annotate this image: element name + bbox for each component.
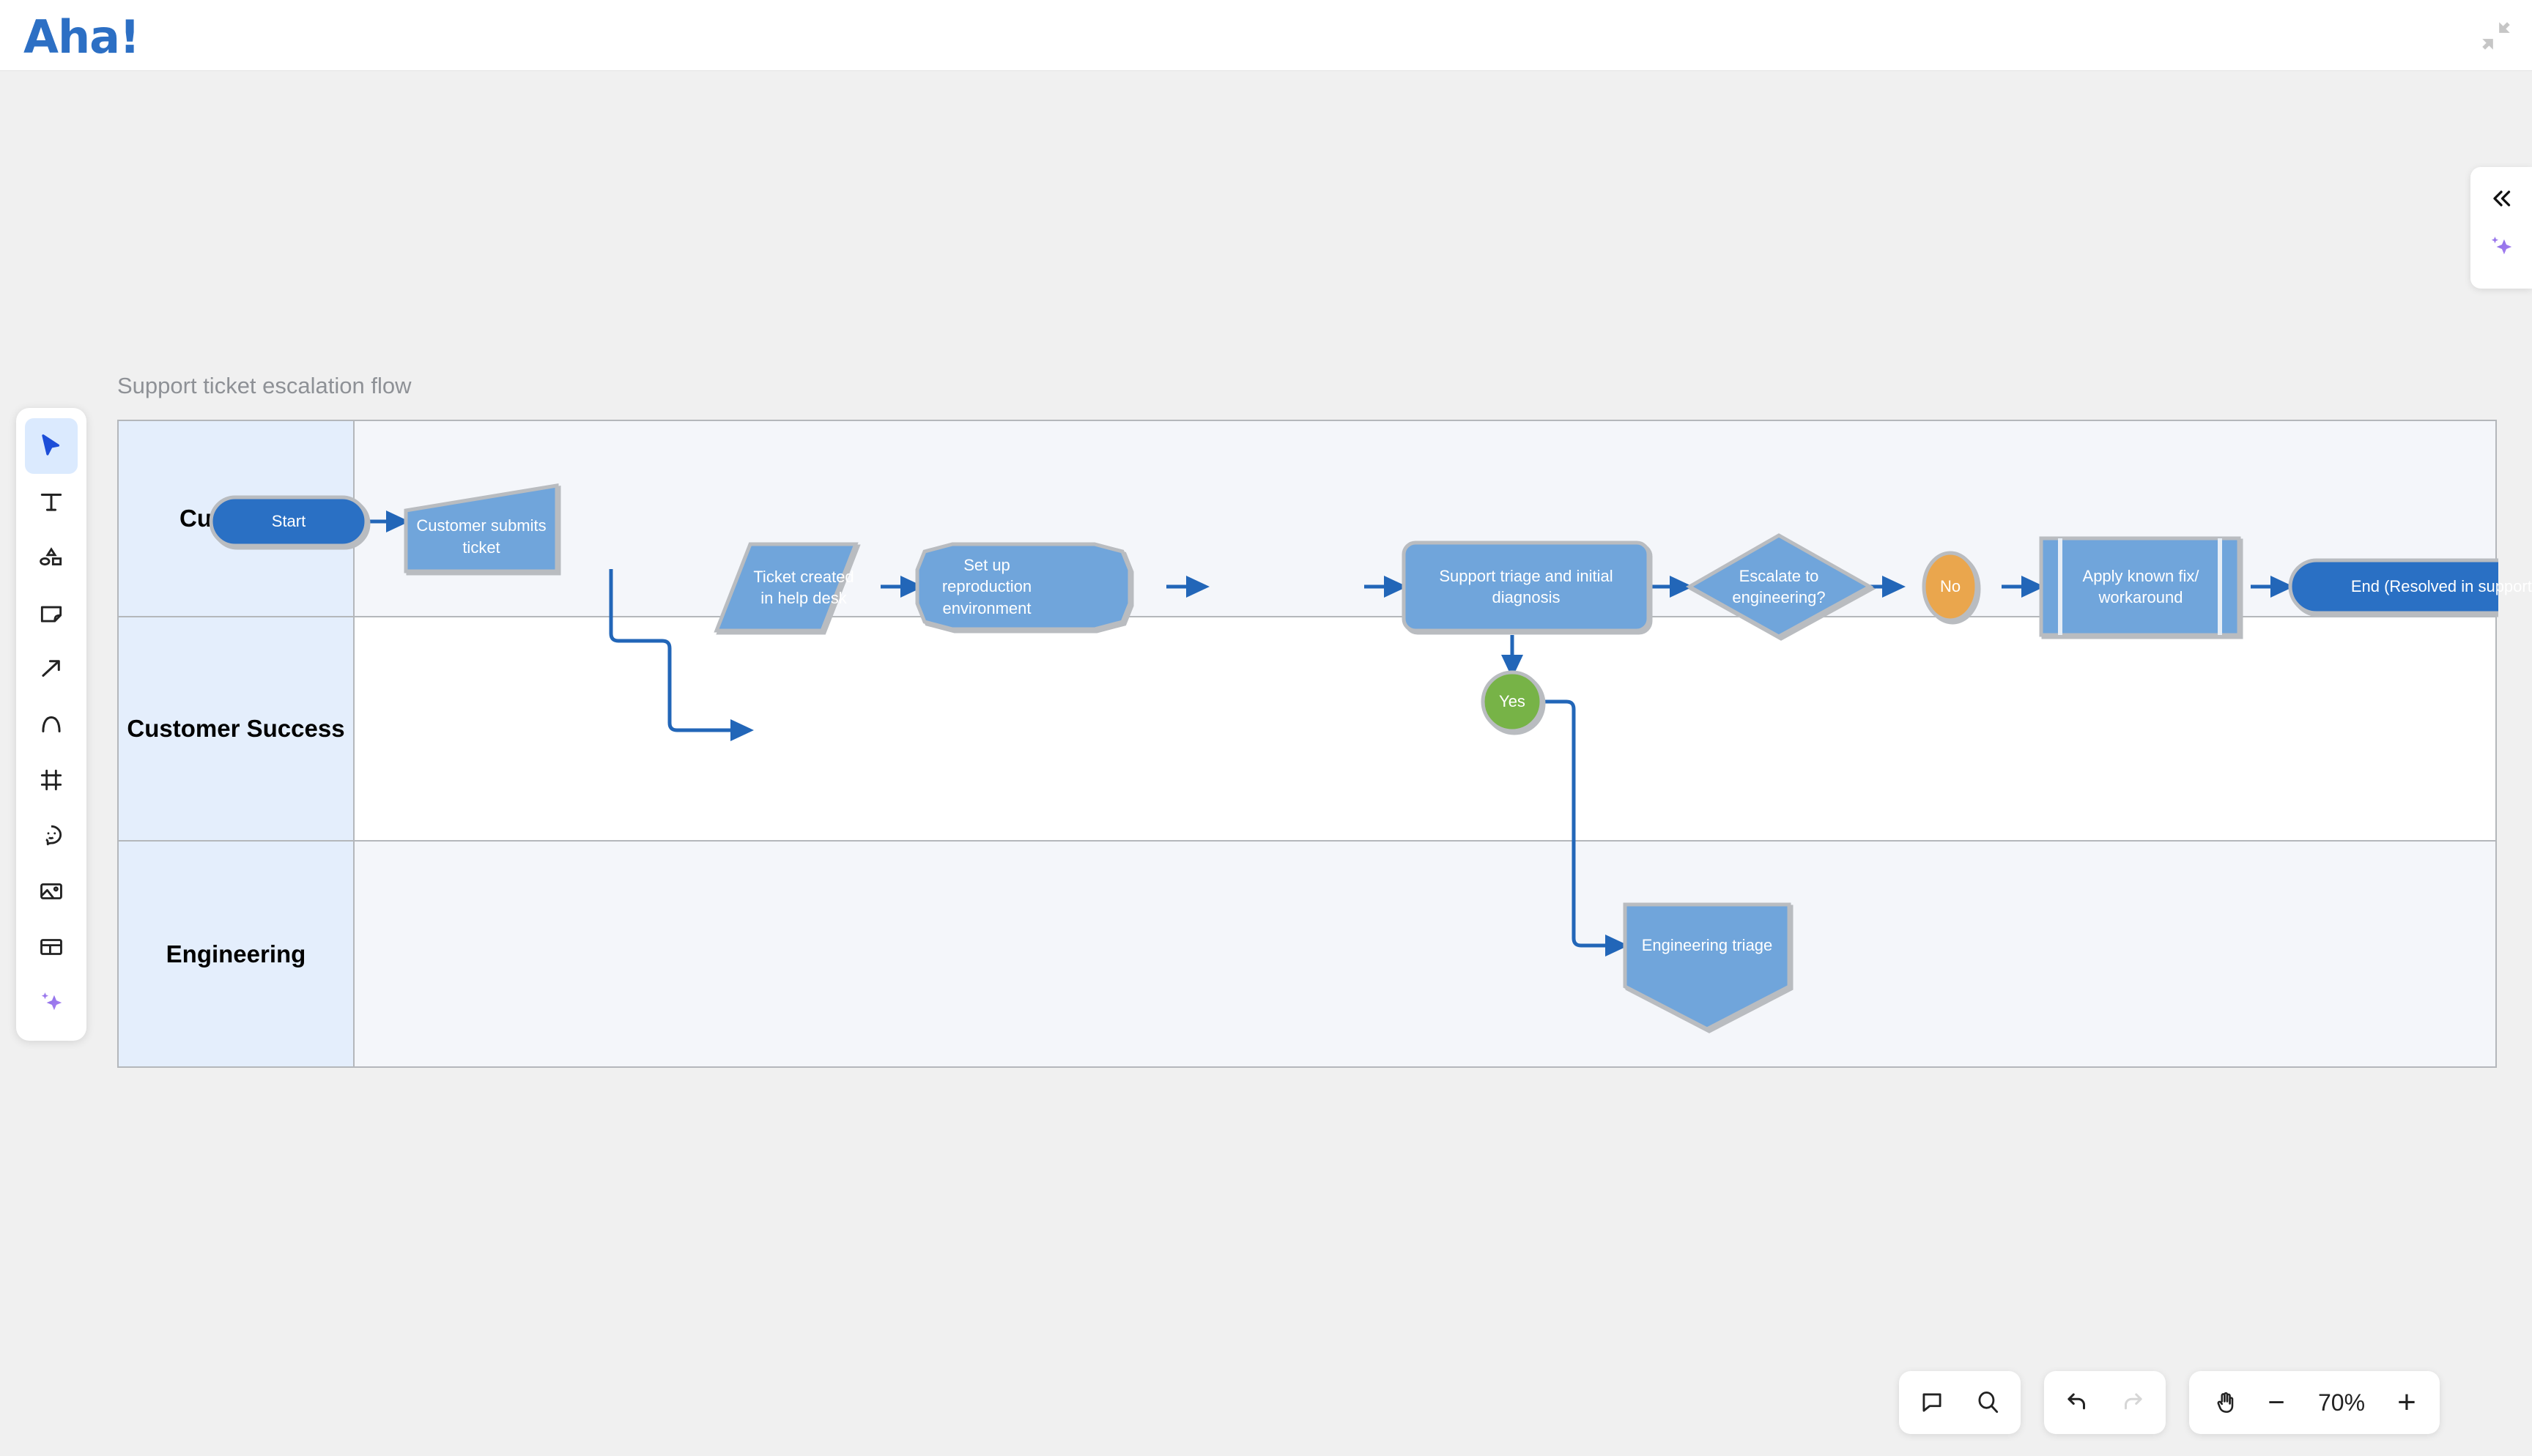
node-no[interactable] <box>1922 551 1979 623</box>
node-ticket-created[interactable] <box>714 542 881 633</box>
zoom-in-button[interactable]: + <box>2397 1384 2416 1420</box>
connectors <box>366 510 2294 957</box>
comment-icon[interactable] <box>1909 1380 1955 1425</box>
hand-icon[interactable] <box>2205 1380 2246 1425</box>
zoom-out-button[interactable]: − <box>2268 1386 2285 1419</box>
page-title[interactable]: Support ticket escalation flow <box>117 373 412 398</box>
lane-label: Engineering <box>119 842 355 1066</box>
node-apply-known-fix[interactable] <box>2039 536 2241 637</box>
zoom-group: − 70% + <box>2189 1371 2440 1434</box>
redo-icon[interactable] <box>2110 1380 2155 1425</box>
app-header: Aha! <box>0 0 2532 71</box>
ai-sparkle-icon[interactable] <box>2479 223 2523 271</box>
bottom-toolbar: − 70% + <box>1899 1371 2440 1434</box>
collapse-arrows-icon[interactable] <box>2476 18 2516 54</box>
undo-icon[interactable] <box>2054 1380 2100 1425</box>
shapes-tool[interactable] <box>25 530 78 585</box>
node-customer-submits-ticket[interactable] <box>404 483 559 573</box>
diagram-shapes-layer <box>209 483 2498 1031</box>
swimlane-customer-success[interactable]: Customer Success <box>119 617 2495 842</box>
double-chevron-left-icon[interactable] <box>2479 174 2523 223</box>
arrow-tool[interactable] <box>25 641 78 697</box>
ai-tool[interactable] <box>25 975 78 1030</box>
node-engineering-triage[interactable] <box>1623 902 1791 1031</box>
node-yes[interactable] <box>1481 670 1544 733</box>
node-escalate-decision[interactable] <box>1685 533 1874 639</box>
lane-label: Customer Success <box>119 617 355 840</box>
frame-tool[interactable] <box>25 752 78 808</box>
node-setup-repro[interactable] <box>915 542 1132 631</box>
node-start[interactable] <box>209 495 369 548</box>
layout-template-tool[interactable] <box>25 919 78 975</box>
select-tool[interactable] <box>25 418 78 474</box>
left-toolbar <box>16 408 86 1041</box>
image-tool[interactable] <box>25 863 78 919</box>
pen-curve-tool[interactable] <box>25 697 78 752</box>
comment-search-group <box>1899 1371 2021 1434</box>
sticky-note-tool[interactable] <box>25 585 78 641</box>
swimlane-engineering[interactable]: Engineering <box>119 842 2495 1066</box>
aha-logo[interactable]: Aha! <box>23 10 140 64</box>
swimlane-diagram[interactable]: Customer Customer Success Engineering <box>117 420 2532 1068</box>
zoom-level-label[interactable]: 70% <box>2317 1389 2366 1416</box>
undo-redo-group <box>2044 1371 2166 1434</box>
search-icon[interactable] <box>1965 1380 2010 1425</box>
emoji-tool[interactable] <box>25 808 78 863</box>
text-tool[interactable] <box>25 474 78 530</box>
node-support-triage[interactable] <box>1402 541 1651 633</box>
node-end[interactable] <box>2288 558 2498 615</box>
right-side-panel <box>2470 167 2532 289</box>
